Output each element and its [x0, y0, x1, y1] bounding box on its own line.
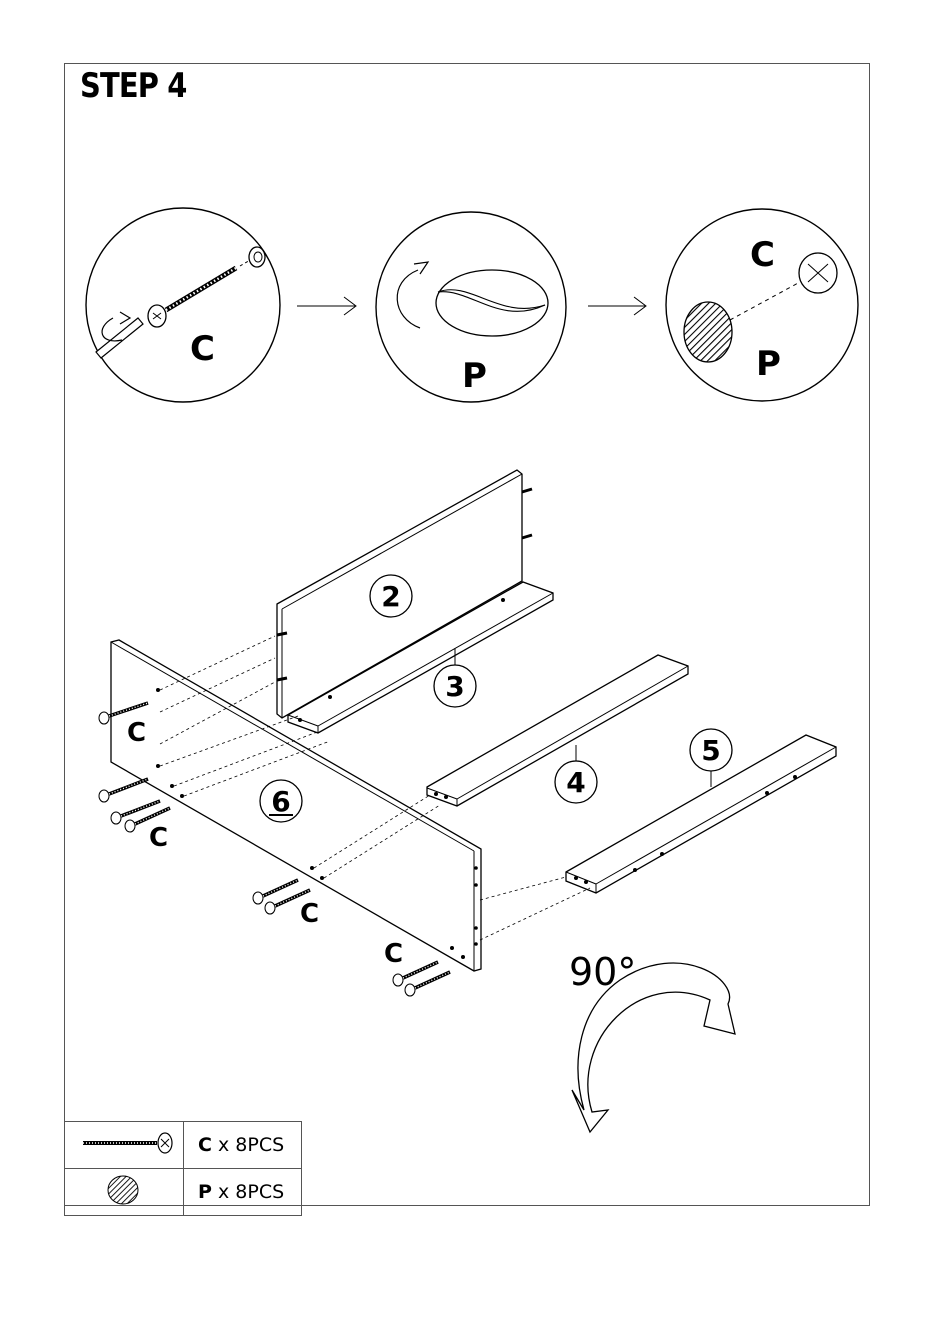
cap-icon: [65, 1169, 183, 1211]
detail-label-p: P: [462, 356, 487, 396]
legend-screw-text: C x 8PCS: [184, 1122, 302, 1169]
svg-text:4: 4: [566, 766, 585, 799]
step-arrow-icon: [588, 297, 646, 315]
svg-text:5: 5: [701, 734, 720, 767]
detail-cap-press: P: [376, 212, 566, 402]
parts-legend: C x 8PCS P x 8PCS: [64, 1121, 302, 1216]
legend-cap-text: P x 8PCS: [184, 1169, 302, 1216]
legend-screw-cell: [65, 1122, 184, 1169]
screwdriver-icon: [96, 318, 143, 358]
legend-quantity: x 8PCS: [218, 1181, 284, 1203]
screw-icon: [111, 801, 160, 824]
legend-row: C x 8PCS: [65, 1122, 302, 1169]
screw-icon: [148, 268, 236, 327]
step-arrow-icon: [297, 297, 356, 315]
screw-label-c: C: [300, 899, 319, 929]
svg-text:3: 3: [445, 670, 464, 703]
svg-text:2: 2: [381, 580, 400, 613]
legend-code: C: [198, 1134, 212, 1156]
screw-icon: [99, 779, 148, 802]
legend-row: P x 8PCS: [65, 1169, 302, 1216]
panel-label-5: 5: [690, 729, 732, 787]
cap-icon: [436, 270, 548, 336]
detail-label-c: C: [190, 329, 215, 369]
detail-cap-finished: C P: [666, 209, 858, 401]
cap-icon: [684, 302, 732, 362]
detail-label-c: C: [750, 235, 775, 275]
screw-label-c: C: [149, 823, 168, 853]
hole-icon: [249, 247, 265, 267]
detail-screw-insert: C: [86, 208, 280, 402]
panel-label-4: 4: [555, 745, 597, 803]
detail-label-p: P: [756, 344, 781, 384]
screw-icon: [65, 1122, 183, 1164]
legend-quantity: x 8PCS: [218, 1134, 284, 1156]
legend-cap-cell: [65, 1169, 184, 1216]
svg-text:6: 6: [271, 785, 290, 818]
panel-label-2: 2: [370, 575, 412, 617]
rotate-arrow-icon: [397, 270, 420, 328]
screw-label-c: C: [384, 939, 403, 969]
legend-code: P: [198, 1181, 212, 1203]
panel-label-6: 6: [260, 780, 302, 822]
screw-label-c: C: [127, 718, 146, 748]
